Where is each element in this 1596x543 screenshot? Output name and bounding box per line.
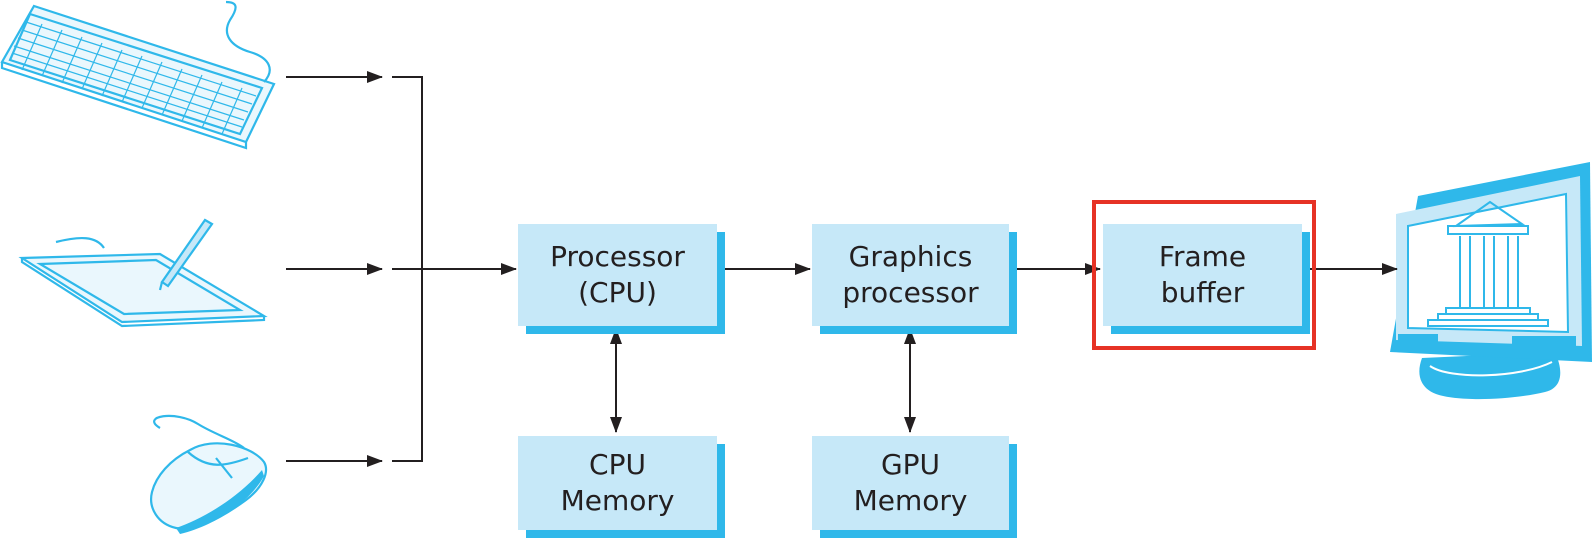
gpu-memory-block-face: GPU Memory — [812, 436, 1009, 530]
graphics-processor-block-face: Graphics processor — [812, 224, 1009, 326]
pipeline-connectors — [610, 263, 1398, 433]
cpu-label-line1: Processor — [550, 240, 685, 273]
graphics-processor-block: Graphics processor — [812, 224, 1017, 334]
frame-buffer-highlight — [1092, 200, 1316, 350]
keyboard-icon — [0, 0, 276, 150]
cpu-memory-label-line1: CPU — [589, 448, 646, 481]
gpu-memory-block: GPU Memory — [812, 436, 1017, 538]
frame-buffer-block: Frame buffer — [1103, 224, 1310, 334]
graphics-processor-label-line2: processor — [842, 276, 979, 309]
frame-buffer-label-line2: buffer — [1160, 276, 1245, 309]
cpu-label-line2: (CPU) — [578, 276, 657, 309]
cpu-block: Processor (CPU) — [518, 224, 725, 334]
cpu-memory-block: CPU Memory — [518, 436, 725, 538]
input-connectors — [286, 71, 517, 467]
graphics-processor-label-line1: Graphics — [848, 240, 973, 273]
monitor-icon — [1390, 162, 1592, 400]
cpu-memory-block-face: CPU Memory — [518, 436, 717, 530]
frame-buffer-block-face: Frame buffer — [1103, 224, 1302, 326]
gpu-memory-label-line1: GPU — [880, 448, 941, 481]
graphics-tablet-icon — [18, 218, 268, 328]
cpu-memory-label-line2: Memory — [560, 484, 675, 517]
cpu-block-face: Processor (CPU) — [518, 224, 717, 326]
mouse-icon — [150, 414, 268, 534]
gpu-memory-label-line2: Memory — [853, 484, 968, 517]
frame-buffer-label-line1: Frame — [1158, 240, 1247, 273]
